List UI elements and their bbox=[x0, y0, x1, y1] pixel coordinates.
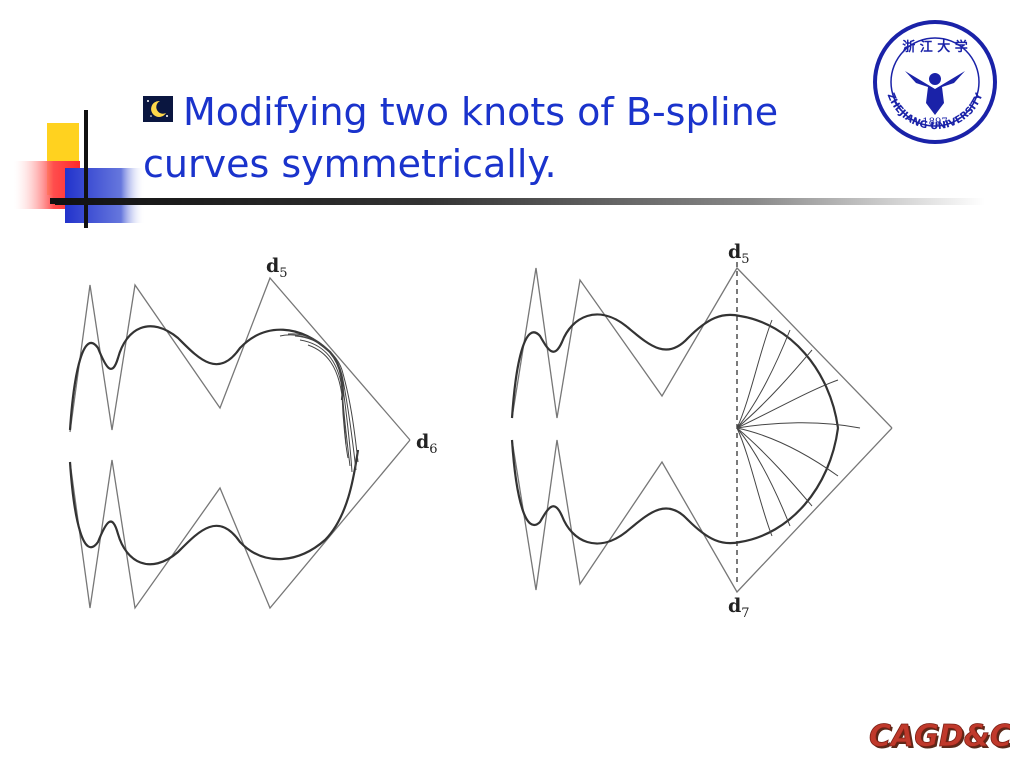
left-spline-top bbox=[68, 325, 344, 431]
cagdcg-logo-text: CAGD&CG bbox=[869, 719, 1010, 754]
right-spline-bottom bbox=[510, 427, 840, 545]
cagdcg-logo: CAGD&CG CAGD&CG bbox=[869, 719, 1010, 756]
right-label-d7: d7 bbox=[728, 595, 750, 621]
slide-title: Modifying two knots of B-spline curves s… bbox=[143, 86, 843, 190]
left-control-polygon-bottom bbox=[69, 439, 411, 610]
right-diagram: d5 d7 bbox=[510, 241, 893, 621]
university-logo: 浙 江 大 学 1897 ZHEJIANG UNIVERSITY bbox=[873, 20, 997, 144]
left-label-d6: d6 bbox=[416, 431, 438, 457]
left-diagram: d5 d6 bbox=[68, 255, 438, 610]
right-spline-top bbox=[510, 313, 840, 429]
moon-bullet-icon bbox=[143, 96, 173, 122]
color-blocks-decoration bbox=[14, 110, 150, 228]
left-label-d5: d5 bbox=[266, 255, 288, 281]
title-underline bbox=[55, 198, 985, 205]
left-spline-bottom bbox=[68, 449, 360, 566]
logo-top-text: 浙 江 大 学 bbox=[902, 39, 968, 55]
right-control-polygon-bottom bbox=[511, 427, 893, 594]
bspline-figure: d5 d6 d5 d7 bbox=[68, 241, 893, 621]
right-label-d5: d5 bbox=[728, 241, 750, 267]
left-control-polygon-top bbox=[69, 276, 411, 441]
logo-year: 1897 bbox=[922, 117, 947, 128]
right-control-polygon-top bbox=[511, 266, 893, 429]
cagdcg-logo-shadow: CAGD&CG bbox=[871, 721, 1010, 756]
slide-title-text: Modifying two knots of B-spline curves s… bbox=[143, 90, 779, 186]
